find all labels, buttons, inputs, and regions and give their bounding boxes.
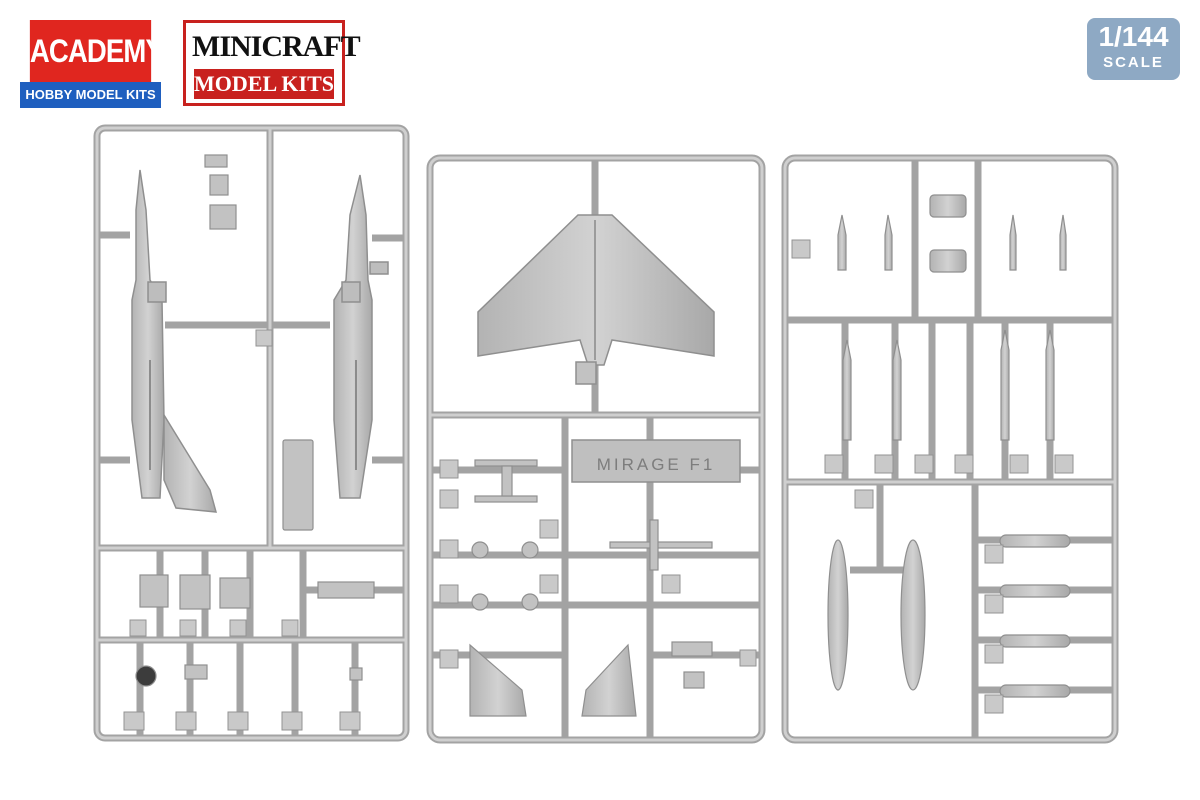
scale-label: SCALE [1103, 54, 1164, 71]
minicraft-logo: MINICRAFT MODEL KITS [183, 20, 361, 106]
landing-gear-parts [469, 459, 713, 717]
name-plate-text: MIRAGE F1 [597, 455, 716, 474]
gate-tabs-right [791, 239, 1074, 714]
minicraft-logo-name: MINICRAFT [192, 30, 361, 63]
scale-badge: 1/144 SCALE [1087, 18, 1180, 80]
scale-ratio: 1/144 [1098, 21, 1169, 52]
academy-logo: ACADEMY HOBBY MODEL KITS [20, 20, 164, 108]
wing-part [477, 214, 715, 385]
missiles-and-tanks [827, 194, 1071, 698]
name-plate: MIRAGE F1 [571, 439, 741, 483]
gate-tabs-left [123, 329, 361, 731]
gate-tabs-middle [439, 459, 757, 669]
fuselage-half-right [333, 174, 389, 499]
academy-logo-name: ACADEMY [29, 20, 164, 82]
academy-logo-tagline: HOBBY MODEL KITS [20, 82, 161, 108]
fuselage-half-left [131, 169, 218, 513]
cockpit-parts-left-sprue [135, 154, 375, 687]
minicraft-logo-tagline: MODEL KITS [194, 69, 334, 99]
